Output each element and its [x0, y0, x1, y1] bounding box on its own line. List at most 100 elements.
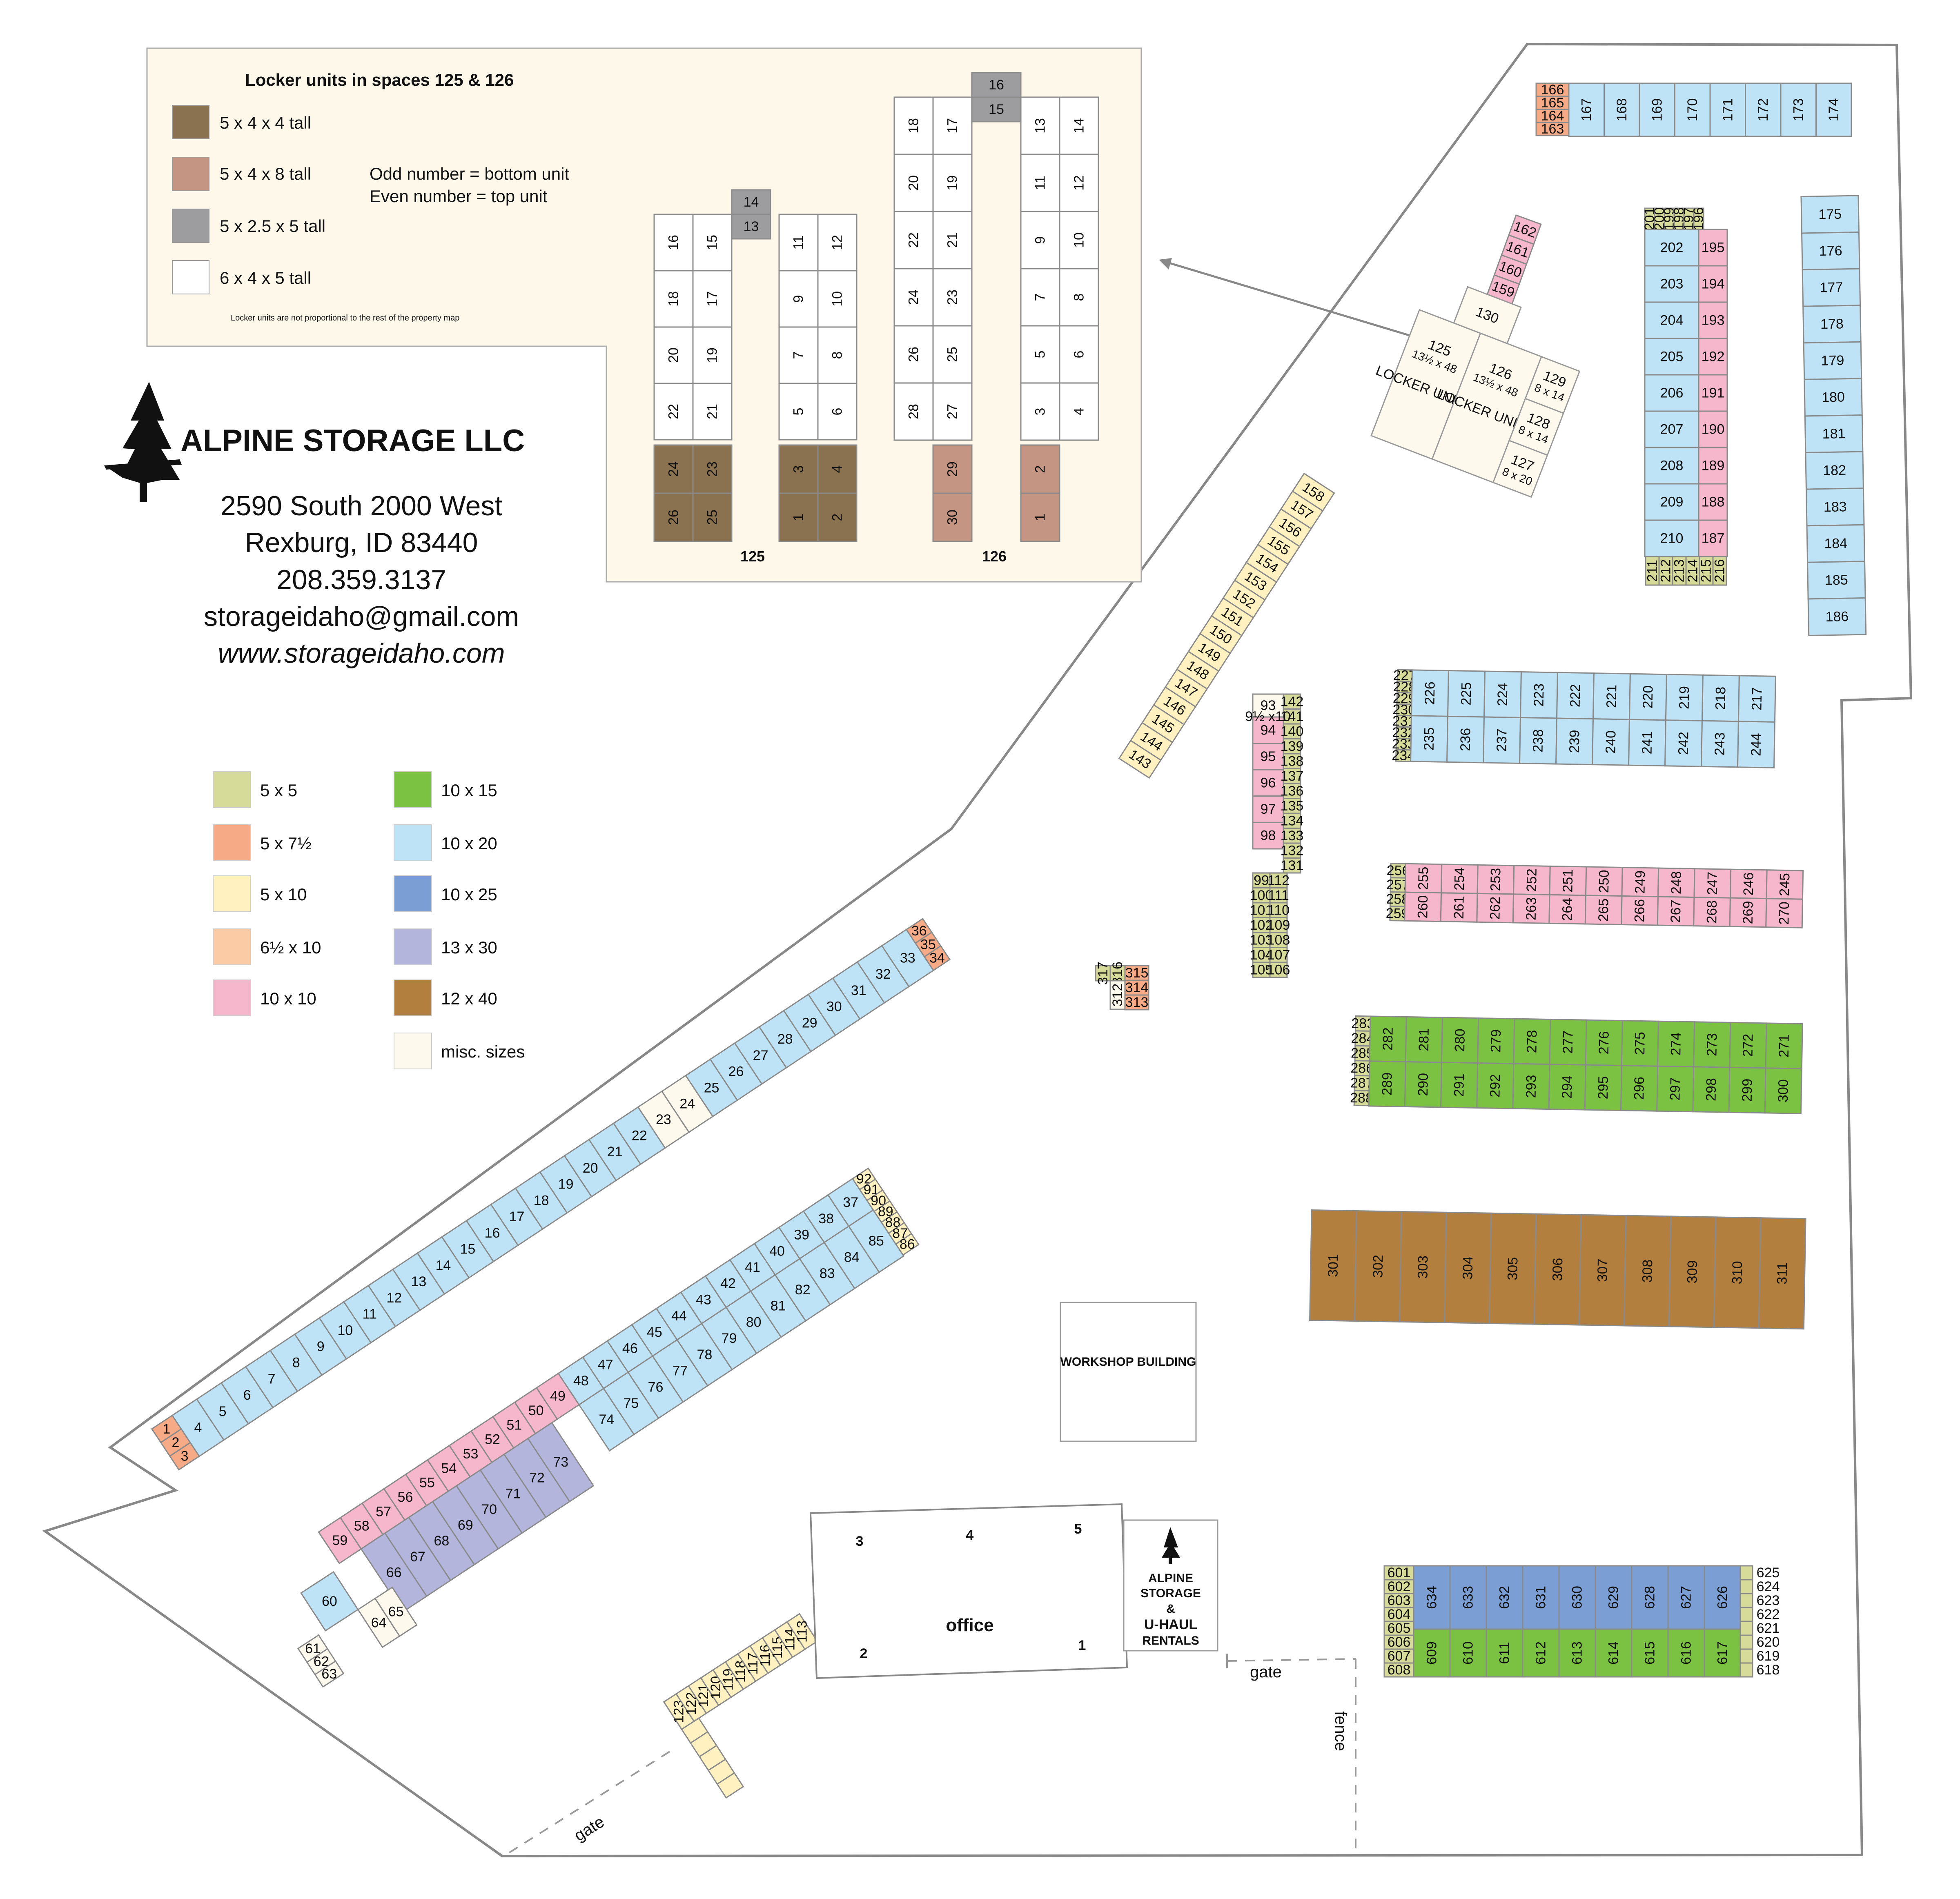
unit-626[interactable]: 626 [1704, 1565, 1742, 1630]
unit-246[interactable]: 246 [1729, 868, 1768, 899]
unit-625[interactable]: 625 [1757, 1565, 1780, 1581]
unit-266[interactable]: 266 [1621, 895, 1659, 926]
unit-317[interactable]: 317 [1095, 962, 1111, 985]
unit-4[interactable]: 4 [171, 1398, 225, 1457]
unit-24[interactable]: 24 [653, 444, 694, 494]
unit-218[interactable]: 218 [1701, 674, 1740, 722]
unit-627[interactable]: 627 [1667, 1565, 1705, 1630]
unit-237[interactable]: 237 [1483, 716, 1521, 764]
unit-282[interactable]: 282 [1369, 1015, 1407, 1062]
unit-20[interactable]: 20 [564, 1138, 617, 1198]
unit-613[interactable]: 613 [1558, 1628, 1596, 1678]
unit-311[interactable]: 311 [1758, 1217, 1806, 1330]
unit-303[interactable]: 303 [1399, 1211, 1447, 1323]
unit-280[interactable]: 280 [1441, 1017, 1479, 1064]
unit-48[interactable]: 48 [557, 1356, 605, 1406]
unit-243[interactable]: 243 [1700, 720, 1739, 768]
unit-95[interactable]: 95 [1252, 743, 1284, 770]
unit-36[interactable]: 36 [904, 916, 934, 946]
unit-223[interactable]: 223 [1520, 671, 1558, 719]
unit-281[interactable]: 281 [1405, 1016, 1443, 1063]
unit-18[interactable]: 18 [653, 270, 694, 328]
unit-295[interactable]: 295 [1584, 1064, 1622, 1111]
unit-172[interactable]: 172 [1745, 82, 1782, 137]
unit-82[interactable]: 82 [774, 1258, 831, 1322]
unit-84[interactable]: 84 [823, 1225, 880, 1289]
unit-132[interactable]: 132 [1281, 842, 1304, 859]
unit-274[interactable]: 274 [1657, 1020, 1695, 1068]
unit-314[interactable]: 314 [1124, 980, 1149, 996]
unit-305[interactable]: 305 [1488, 1212, 1537, 1325]
unit-[interactable] [1740, 1634, 1753, 1650]
unit-238[interactable]: 238 [1519, 717, 1558, 765]
unit-137[interactable]: 137 [1281, 768, 1304, 784]
unit-12[interactable]: 12 [817, 214, 858, 272]
unit-18[interactable]: 18 [893, 96, 934, 155]
unit-98[interactable]: 98 [1252, 821, 1284, 850]
unit-267[interactable]: 267 [1657, 896, 1695, 927]
unit-15[interactable]: 15 [441, 1220, 494, 1279]
unit-310[interactable]: 310 [1713, 1216, 1762, 1329]
unit-59[interactable]: 59 [318, 1516, 362, 1565]
unit-30[interactable]: 30 [807, 977, 861, 1036]
unit-[interactable] [1740, 1579, 1753, 1594]
unit-617[interactable]: 617 [1704, 1628, 1742, 1678]
unit-265[interactable]: 265 [1584, 895, 1623, 926]
unit-601[interactable]: 601 [1383, 1565, 1414, 1581]
unit-277[interactable]: 277 [1549, 1019, 1587, 1066]
unit-602[interactable]: 602 [1383, 1579, 1414, 1594]
unit-15[interactable]: 15 [971, 96, 1022, 122]
unit-302[interactable]: 302 [1354, 1210, 1402, 1322]
unit-161[interactable]: 161 [1501, 234, 1535, 265]
unit-275[interactable]: 275 [1621, 1020, 1659, 1067]
unit-[interactable] [1740, 1593, 1753, 1608]
unit-300[interactable]: 300 [1764, 1067, 1802, 1114]
unit-50[interactable]: 50 [514, 1387, 558, 1435]
unit-160[interactable]: 160 [1493, 254, 1528, 285]
unit-17[interactable]: 17 [932, 96, 973, 155]
unit-245[interactable]: 245 [1766, 869, 1804, 900]
unit-193[interactable]: 193 [1698, 301, 1728, 339]
unit-313[interactable]: 313 [1124, 994, 1149, 1011]
unit-66[interactable]: 66 [360, 1532, 428, 1613]
unit-304[interactable]: 304 [1443, 1211, 1492, 1324]
unit-31[interactable]: 31 [832, 961, 885, 1020]
unit-263[interactable]: 263 [1512, 893, 1550, 924]
unit-[interactable] [1740, 1565, 1753, 1581]
unit-306[interactable]: 306 [1533, 1213, 1582, 1326]
unit-102[interactable]: 102 [1250, 917, 1273, 933]
unit-21[interactable]: 21 [692, 383, 733, 441]
unit-177[interactable]: 177 [1802, 268, 1861, 307]
unit-100[interactable]: 100 [1250, 887, 1273, 904]
unit-108[interactable]: 108 [1267, 932, 1290, 948]
unit-242[interactable]: 242 [1664, 719, 1703, 767]
unit-188[interactable]: 188 [1698, 483, 1728, 521]
unit-91[interactable]: 91 [856, 1175, 886, 1205]
unit-187[interactable]: 187 [1698, 519, 1728, 557]
unit-2[interactable]: 2 [1020, 444, 1060, 494]
unit-631[interactable]: 631 [1522, 1565, 1560, 1630]
unit-11[interactable]: 11 [343, 1285, 396, 1344]
unit-18[interactable]: 18 [514, 1171, 568, 1230]
unit-14[interactable]: 14 [731, 189, 771, 215]
unit-26[interactable]: 26 [893, 325, 934, 384]
unit-5[interactable]: 5 [778, 383, 819, 441]
unit-239[interactable]: 239 [1555, 717, 1594, 766]
unit-8[interactable]: 8 [1059, 268, 1099, 327]
unit-609[interactable]: 609 [1413, 1628, 1451, 1678]
unit-622[interactable]: 622 [1757, 1607, 1780, 1622]
unit-110[interactable]: 110 [1267, 902, 1290, 918]
unit-217[interactable]: 217 [1737, 675, 1776, 723]
unit-615[interactable]: 615 [1631, 1628, 1669, 1678]
unit-63[interactable]: 63 [313, 1659, 345, 1690]
unit-2[interactable]: 2 [817, 492, 858, 542]
unit-176[interactable]: 176 [1801, 232, 1860, 271]
unit-76[interactable]: 76 [627, 1355, 684, 1419]
unit-618[interactable]: 618 [1757, 1662, 1780, 1678]
unit-270[interactable]: 270 [1765, 898, 1803, 928]
unit-14[interactable]: 14 [416, 1236, 470, 1295]
unit-9[interactable]: 9 [294, 1317, 347, 1376]
unit-16[interactable]: 16 [971, 72, 1022, 98]
unit-1[interactable]: 1 [1020, 492, 1060, 542]
unit-35[interactable]: 35 [913, 930, 943, 960]
